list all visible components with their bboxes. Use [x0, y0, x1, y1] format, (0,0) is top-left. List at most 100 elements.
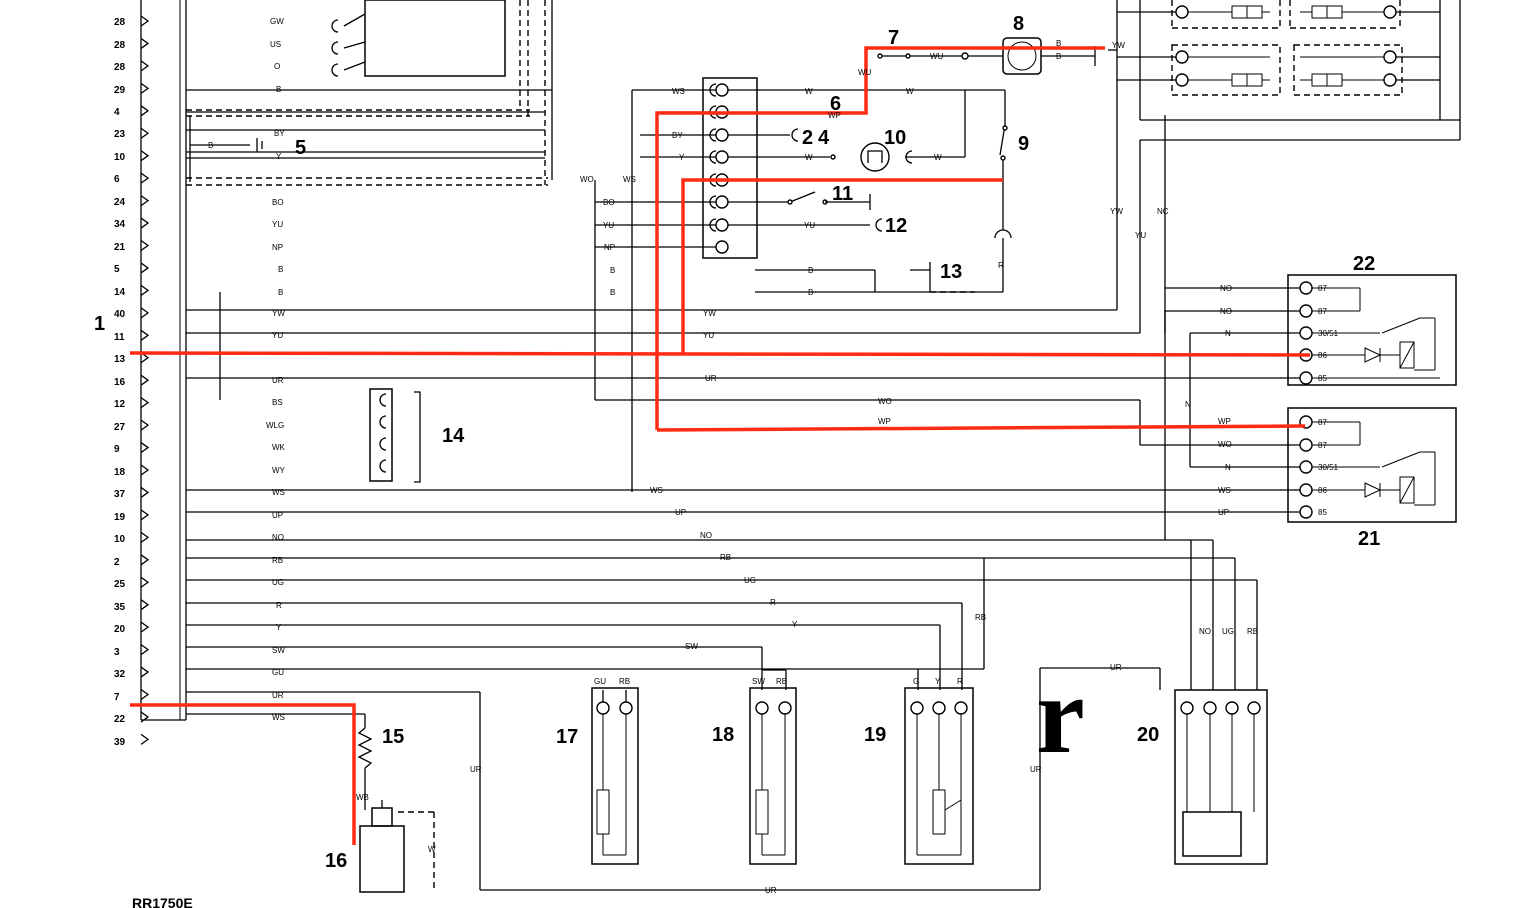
wire-code: B [1056, 52, 1061, 61]
pin-number: 4 [114, 107, 120, 118]
head-label: GU [594, 677, 606, 686]
pin-number: 18 [114, 467, 126, 478]
component-label: 15 [382, 726, 404, 748]
pin-chevron [140, 621, 150, 633]
pin-wire-label: UG [272, 578, 284, 587]
pin-wire-label: NP [272, 243, 283, 252]
pin-wire-label: GU [272, 668, 284, 677]
drawing-reference: RR1750E [132, 895, 193, 908]
wire-code: Y [679, 153, 685, 162]
wire-code: WB [356, 793, 369, 802]
pin-wire-label: R [276, 601, 282, 610]
component-label: 8 [1013, 13, 1024, 35]
wire-code: B [1056, 39, 1061, 48]
wire-code: NO [1220, 284, 1232, 293]
wire-code: NO [1220, 307, 1232, 316]
wire-code: B [610, 288, 615, 297]
pin-wire-lines [140, 15, 150, 745]
wire-code: B [808, 288, 813, 297]
terminal-label: 87 [1318, 284, 1327, 293]
pin-number: 37 [114, 489, 126, 500]
pin-number: 40 [114, 309, 126, 320]
pin-number: 5 [114, 264, 120, 275]
wire-code: YW [1112, 41, 1125, 50]
wire-code: NP [604, 243, 615, 252]
pin-wire-label: Y [276, 623, 282, 632]
pin-wire-label: US [270, 40, 281, 49]
pin-number: 2 [114, 557, 120, 568]
pin-chevron [140, 37, 150, 49]
component-16-coil [359, 800, 435, 893]
wire-code: B [610, 266, 615, 275]
component-18-sensor [602, 687, 797, 865]
pin-number: 13 [114, 354, 126, 365]
pin-chevron [140, 599, 150, 611]
wire-code: WP [878, 417, 891, 426]
pin-chevron [140, 688, 150, 701]
terminal-label: 85 [1318, 508, 1327, 517]
connector-wiring [594, 89, 1300, 492]
component-label: 7 [888, 27, 899, 49]
wire-code: UP [1218, 508, 1229, 517]
pin-number: 28 [114, 17, 126, 28]
head-label: RB [776, 677, 787, 686]
component-label: 13 [940, 261, 962, 283]
pin-wire-label: YU [272, 220, 283, 229]
wire-code: WS [1218, 486, 1231, 495]
component-15-resistor [186, 713, 373, 810]
pin-chevron [140, 509, 150, 521]
upper-harness-section: B [186, 0, 553, 186]
pin-number: 10 [114, 534, 126, 545]
pin-number: 23 [114, 129, 126, 140]
wire-code: WO [580, 175, 594, 184]
pin-chevron [140, 150, 150, 162]
pin-chevron [140, 644, 150, 656]
wire-code: RB [975, 613, 986, 622]
pin-number: 34 [114, 219, 126, 230]
component-label: 9 [1018, 133, 1029, 155]
wire-code: WS [650, 486, 663, 495]
pin-wire-label: O [274, 62, 280, 71]
terminal-label: 86 [1318, 351, 1327, 360]
pin-wire-label: B [278, 265, 283, 274]
component-label: 12 [885, 215, 907, 237]
wire-code: N [1225, 329, 1231, 338]
pin-wire-label: UP [272, 511, 283, 520]
wire-code: BY [672, 131, 683, 140]
component-11-switch [787, 128, 883, 232]
lower-harness-routing [186, 540, 1258, 891]
wire-code: YU [1135, 231, 1146, 240]
connector-head-labels: GU RB SW RB G Y R NO UG RB [594, 627, 1258, 686]
pin-number: 25 [114, 579, 126, 590]
pin-wire-label: WLG [266, 421, 284, 430]
component-label: 21 [1358, 528, 1380, 550]
terminal-label: 87 [1318, 418, 1327, 427]
pin-number: 10 [114, 152, 126, 163]
pin-wire-label: B [278, 288, 283, 297]
wire-code: UG [744, 576, 756, 585]
wire-code: Y [792, 620, 798, 629]
pin-number: 32 [114, 669, 126, 680]
pin-number: 21 [114, 242, 126, 253]
component-label: 6 [830, 93, 841, 115]
pin-chevron [140, 397, 150, 409]
pin-wire-label: BY [274, 129, 285, 138]
pin-chevron [140, 217, 150, 229]
terminal-label: 30/51 [1318, 329, 1339, 338]
pin-chevron [140, 172, 150, 184]
wire-code: WU [858, 68, 872, 77]
pin-chevron [140, 486, 150, 498]
wire-code: W [805, 87, 813, 96]
pin-wire-label: NO [272, 533, 284, 542]
pin-chevron [140, 195, 150, 207]
pin-wire-label: WY [272, 466, 286, 475]
pin-chevron [140, 442, 150, 454]
head-label: UG [1222, 627, 1234, 636]
terminal-label: 86 [1318, 486, 1327, 495]
wire-code: WP [828, 111, 841, 120]
pin-number: 39 [114, 737, 126, 748]
wire-code: R [998, 261, 1004, 270]
component-label: 22 [1353, 253, 1375, 275]
pin-chevron [140, 711, 150, 723]
wire-code: N [1225, 463, 1231, 472]
